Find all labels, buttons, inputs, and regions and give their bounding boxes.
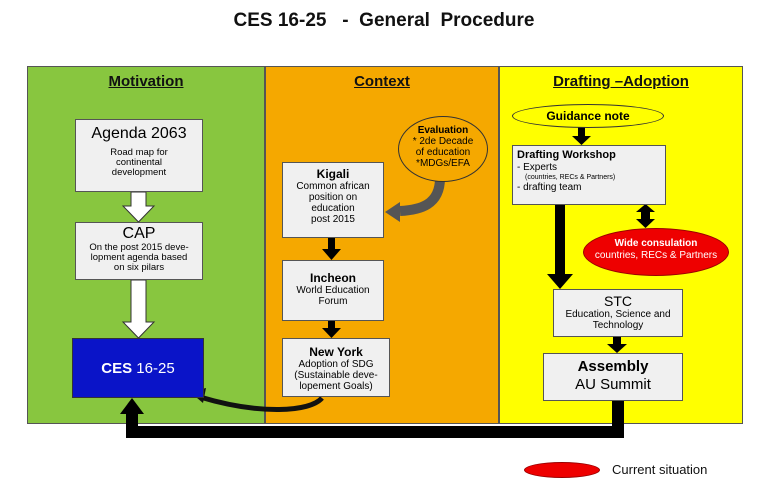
drafting-workshop-box: Drafting Workshop - Experts (countries, …	[512, 145, 666, 205]
agenda-title: Agenda 2063	[91, 125, 187, 142]
stc-title: STC	[604, 293, 632, 309]
incheon-to-newyork-arrow	[322, 328, 341, 338]
kigali-to-incheon-arrow	[322, 249, 341, 260]
kigali-line: position on	[308, 192, 358, 203]
cap-to-ces-arrow	[121, 279, 156, 339]
guidance-note-ellipse: Guidance note	[512, 104, 664, 128]
stc-box: STC Education, Science and Technology	[553, 289, 683, 337]
ces-main-label: CES	[101, 359, 133, 377]
assembly-to-ces-feedback-arrow	[126, 401, 624, 438]
cap-box: CAP On the post 2015 deve- lopment agend…	[75, 222, 203, 280]
kigali-box: Kigali Common african position on educat…	[282, 162, 384, 238]
guidance-to-workshop-arrow	[572, 136, 591, 145]
agenda-desc-line: continental	[116, 157, 162, 168]
cap-desc-line: on six pilars	[113, 262, 165, 273]
assembly-box: Assembly AU Summit	[543, 353, 683, 401]
newyork-box: New York Adoption of SDG (Sustainable de…	[282, 338, 390, 397]
workshop-consultation-arrow	[636, 204, 655, 212]
evaluation-line: of education	[415, 147, 471, 158]
workshop-to-stc-arrow	[547, 274, 573, 289]
agenda-to-cap-arrow	[121, 191, 156, 223]
incheon-box: Incheon World Education Forum	[282, 260, 384, 321]
legend-label: Current situation	[612, 462, 708, 477]
workshop-line: - Experts	[517, 162, 558, 173]
agenda-desc-line: development	[111, 167, 167, 178]
context-heading: Context	[354, 73, 410, 90]
evaluation-title: Evaluation	[417, 125, 469, 136]
stc-line: Education, Science and	[565, 309, 671, 320]
evaluation-to-kigali-arrow	[399, 177, 445, 216]
agenda-2063-box: Agenda 2063 Road map for continental dev…	[75, 119, 203, 192]
page-title: CES 16-25 - General Procedure	[233, 10, 535, 31]
assembly-title: Assembly	[577, 358, 649, 375]
legend-current-ellipse	[524, 462, 600, 478]
newyork-title: New York	[309, 345, 363, 359]
cap-desc-line: lopment agenda based	[90, 252, 188, 263]
cap-desc-line: On the post 2015 deve-	[89, 242, 189, 253]
wide-consultation-title: Wide consulation	[614, 238, 698, 249]
drafting-heading: Drafting –Adoption	[553, 73, 689, 90]
stc-to-assembly-arrow	[607, 344, 627, 353]
incheon-title: Incheon	[309, 271, 356, 285]
evaluation-line: *MDGs/EFA	[416, 158, 470, 169]
kigali-line: post 2015	[311, 214, 355, 225]
cap-title: CAP	[122, 225, 156, 242]
kigali-line: Common african	[296, 181, 370, 192]
agenda-desc-line: Road map for	[110, 147, 168, 158]
kigali-line: education	[311, 203, 355, 214]
newyork-to-ces-arrow	[199, 394, 324, 412]
workshop-line: - drafting team	[517, 182, 582, 193]
workshop-title: Drafting Workshop	[517, 149, 616, 161]
kigali-title: Kigali	[316, 167, 350, 181]
motivation-heading: Motivation	[108, 73, 184, 90]
wide-consultation-line: countries, RECs & Partners	[594, 250, 718, 261]
workshop-line: (countries, RECs & Partners)	[525, 174, 616, 181]
evaluation-circle: Evaluation * 2de Decade of education *MD…	[398, 116, 488, 182]
newyork-line: Adoption of SDG	[298, 359, 374, 370]
newyork-line: (Sustainable deve-	[294, 370, 378, 381]
incheon-line: World Education	[296, 285, 370, 296]
wide-consultation-ellipse: Wide consulation countries, RECs & Partn…	[583, 228, 729, 276]
ces-box: CES 16-25	[72, 338, 204, 398]
ces-years-label: 16-25	[132, 359, 175, 377]
assembly-line: AU Summit	[575, 376, 651, 393]
evaluation-line: * 2de Decade	[412, 136, 474, 147]
guidance-note-label: Guidance note	[546, 109, 630, 123]
stc-line: Technology	[592, 320, 644, 331]
newyork-line: lopement Goals)	[299, 381, 373, 392]
incheon-line: Forum	[318, 296, 348, 307]
